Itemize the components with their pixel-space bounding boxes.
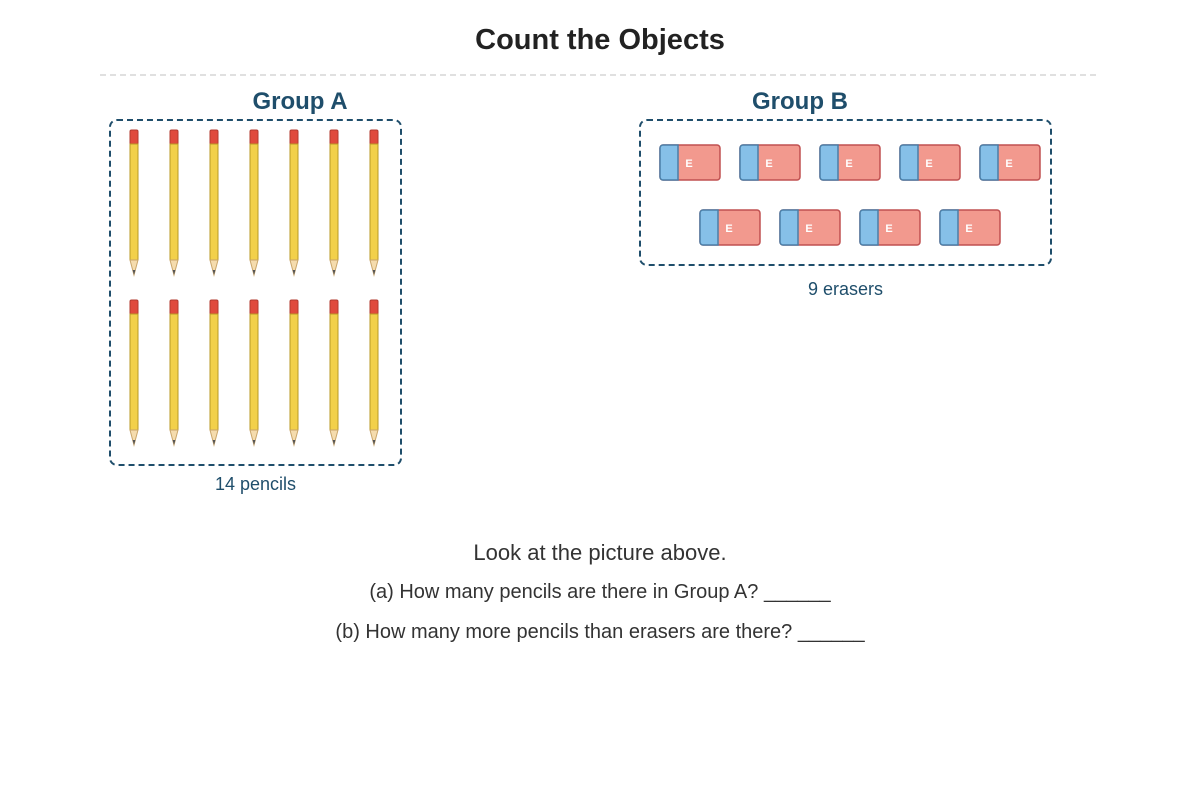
pencil-icon — [129, 299, 139, 447]
pencil-icon — [289, 129, 299, 277]
pencil-icon — [169, 299, 179, 447]
pencil-icon — [369, 129, 379, 277]
title-divider — [100, 74, 1096, 76]
pencil-icon — [329, 299, 339, 447]
eraser-icon: E — [899, 144, 961, 181]
eraser-icon: E — [699, 209, 761, 246]
eraser-label: E — [925, 158, 932, 170]
eraser-label: E — [1005, 158, 1012, 170]
pencil-icon — [289, 299, 299, 447]
eraser-label: E — [805, 223, 812, 235]
question-b: (b) How many more pencils than erasers a… — [335, 621, 865, 643]
eraser-icon: E — [659, 144, 721, 181]
group-b-caption: 9 erasers — [807, 279, 884, 299]
group-b-title: Group B — [752, 88, 848, 115]
eraser-icon: E — [939, 209, 1001, 246]
eraser-label: E — [965, 223, 972, 235]
question-a: (a) How many pencils are there in Group … — [369, 581, 831, 603]
eraser-icon: E — [859, 209, 921, 246]
pencil-icon — [129, 129, 139, 277]
pencil-icon — [369, 299, 379, 447]
pencil-icon — [249, 299, 259, 447]
pencil-icon — [329, 129, 339, 277]
pencil-icon — [209, 299, 219, 447]
eraser-icon: E — [819, 144, 881, 181]
instruction-text: Look at the picture above. — [473, 540, 727, 565]
eraser-label: E — [725, 223, 732, 235]
eraser-label: E — [685, 158, 692, 170]
page-title: Count the Objects — [475, 24, 725, 56]
pencil-icon — [169, 129, 179, 277]
group-a-box — [109, 119, 402, 466]
group-a-caption: 14 pencils — [214, 474, 297, 494]
eraser-label: E — [845, 158, 852, 170]
pencil-icon — [209, 129, 219, 277]
group-a-title: Group A — [252, 88, 348, 115]
group-b-box — [639, 119, 1052, 266]
pencil-icon — [249, 129, 259, 277]
eraser-icon: E — [739, 144, 801, 181]
eraser-label: E — [885, 223, 892, 235]
eraser-icon: E — [779, 209, 841, 246]
eraser-icon: E — [979, 144, 1041, 181]
eraser-label: E — [765, 158, 772, 170]
